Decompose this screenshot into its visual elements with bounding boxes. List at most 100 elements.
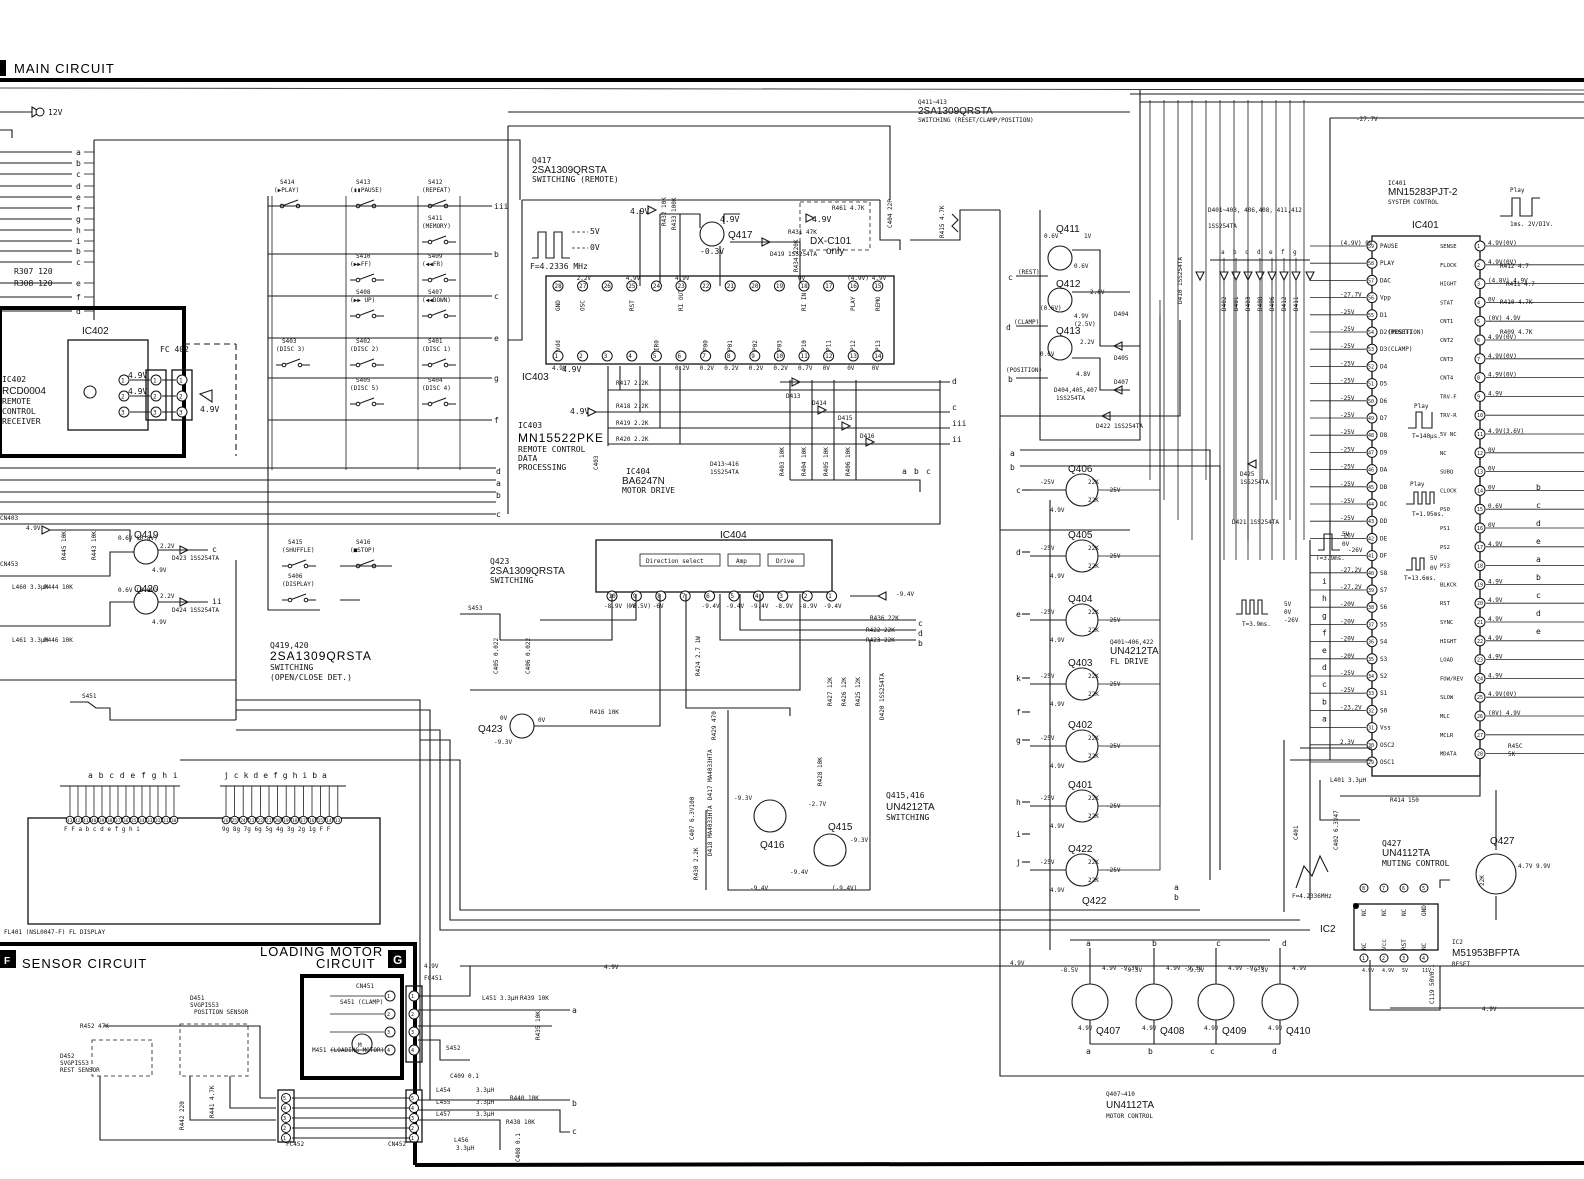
- svg-text:-25V: -25V: [1340, 378, 1355, 385]
- svg-text:OSC1: OSC1: [1380, 759, 1395, 766]
- ic404-pin: [728, 590, 740, 602]
- diode-icon: [1231, 271, 1241, 282]
- svg-text:GND: GND: [555, 300, 562, 311]
- svg-text:b: b: [312, 771, 317, 780]
- svg-text:Q422: Q422: [1082, 896, 1107, 907]
- svg-text:D407: D407: [1114, 379, 1129, 386]
- svg-text:21: 21: [727, 283, 735, 290]
- svg-text:R432 10K: R432 10K: [661, 197, 668, 226]
- ic401-pin: [1366, 481, 1378, 493]
- svg-text:-25V: -25V: [1340, 670, 1355, 677]
- svg-text:PS2: PS2: [1440, 545, 1450, 551]
- svg-text:Q427: Q427: [1490, 836, 1515, 847]
- switch-contact-icon[interactable]: [282, 593, 316, 601]
- svg-text:41: 41: [1368, 554, 1374, 560]
- ic401-pin: [1366, 550, 1378, 562]
- svg-text:ii: ii: [212, 597, 222, 606]
- svg-text:-25V: -25V: [1340, 343, 1355, 350]
- svg-text:-25V: -25V: [1106, 487, 1121, 494]
- svg-text:3: 3: [121, 410, 125, 417]
- svg-text:D422 1SS254TA: D422 1SS254TA: [1096, 423, 1143, 430]
- svg-text:D410 1SS254TA: D410 1SS254TA: [1177, 257, 1184, 304]
- svg-text:4: 4: [628, 353, 632, 360]
- svg-text:SLOW: SLOW: [1440, 695, 1454, 701]
- ic403-pin: [626, 280, 638, 292]
- switch-contact-icon[interactable]: [350, 559, 384, 567]
- svg-text:d: d: [1016, 548, 1021, 557]
- svg-text:L455: L455: [436, 1099, 451, 1106]
- switch-contact-icon[interactable]: [274, 199, 308, 207]
- svg-text:-25V: -25V: [1106, 553, 1121, 560]
- svg-text:4: 4: [283, 1106, 286, 1112]
- switch-contact-icon[interactable]: [422, 199, 456, 207]
- svg-text:38: 38: [107, 818, 113, 824]
- switch-contact-icon[interactable]: [350, 273, 384, 281]
- svg-text:b: b: [99, 771, 104, 780]
- ic403-pin: [773, 280, 785, 292]
- svg-text:6: 6: [1402, 886, 1405, 892]
- bus-letter: g: [76, 215, 81, 224]
- svg-text:R424 2.7 1W: R424 2.7 1W: [695, 636, 702, 676]
- motor-transistor-icon: [1135, 983, 1173, 1021]
- svg-text:C409 0.1: C409 0.1: [450, 1073, 479, 1080]
- switch-contact-icon[interactable]: [422, 235, 456, 243]
- svg-text:Q409: Q409: [1222, 1026, 1247, 1037]
- svg-text:34: 34: [139, 818, 145, 824]
- svg-text:4.9V -9.3V: 4.9V -9.3V: [1228, 965, 1265, 972]
- svg-text:d: d: [1536, 609, 1541, 618]
- svg-text:D5: D5: [1380, 381, 1388, 388]
- ic403-ref: IC403: [518, 421, 542, 430]
- switch-ref: S412: [428, 179, 443, 186]
- diode-icon: [1267, 271, 1277, 282]
- switch-contact-icon[interactable]: [350, 397, 384, 405]
- switch-contact-icon[interactable]: [276, 358, 310, 366]
- svg-text:MDATA: MDATA: [1440, 752, 1457, 758]
- ic401-pin: [1366, 464, 1378, 476]
- switch-contact-icon[interactable]: [422, 397, 456, 405]
- switch-contact-icon[interactable]: [422, 309, 456, 317]
- svg-text:S0: S0: [1380, 707, 1388, 714]
- svg-text:-8.9V (-8.5V): -8.9V (-8.5V): [604, 603, 651, 610]
- svg-text:R434 220K: R434 220K: [793, 239, 800, 272]
- svg-text:0V: 0V: [1430, 565, 1438, 572]
- switch-function: (REPEAT): [422, 187, 451, 194]
- switch-contact-icon[interactable]: [282, 559, 316, 567]
- switch-ref: S408: [356, 289, 371, 296]
- svg-text:c: c: [1322, 680, 1327, 689]
- switch-contact-icon[interactable]: [350, 358, 384, 366]
- svg-text:MOTOR DRIVE: MOTOR DRIVE: [622, 486, 675, 495]
- diode-icon: [1219, 271, 1229, 282]
- svg-text:LOADING MOTOR: LOADING MOTOR: [260, 944, 383, 959]
- svg-text:59: 59: [1368, 244, 1374, 250]
- svg-text:42: 42: [75, 818, 81, 824]
- svg-text:D451: D451: [190, 995, 205, 1002]
- svg-text:13: 13: [335, 818, 341, 824]
- svg-text:-25V: -25V: [1340, 481, 1355, 488]
- svg-text:4.9V: 4.9V: [1050, 701, 1065, 708]
- switch-contact-icon[interactable]: [422, 273, 456, 281]
- svg-text:-25V: -25V: [1106, 743, 1121, 750]
- switch-contact-icon[interactable]: [422, 358, 456, 366]
- svg-text:S453: S453: [468, 605, 483, 612]
- svg-text:C401: C401: [1293, 825, 1300, 840]
- switch-contact-icon[interactable]: [350, 309, 384, 317]
- svg-text:d: d: [120, 771, 125, 780]
- svg-text:c: c: [952, 403, 957, 412]
- svg-text:-9.4V: -9.4V: [750, 885, 768, 892]
- svg-text:(CLAMP): (CLAMP): [1014, 319, 1039, 326]
- svg-text:SUBQ: SUBQ: [1440, 470, 1453, 476]
- svg-text:MOTOR CONTROL: MOTOR CONTROL: [1106, 1113, 1153, 1120]
- svg-text:4.9V: 4.9V: [1050, 573, 1065, 580]
- svg-text:1: 1: [1362, 956, 1365, 962]
- svg-text:35: 35: [1368, 657, 1374, 663]
- ic403-pin: [872, 280, 884, 292]
- svg-text:T=140μs.: T=140μs.: [1412, 433, 1441, 440]
- bus-letter: e: [76, 193, 81, 202]
- svg-text:1SS254TA: 1SS254TA: [1056, 395, 1085, 402]
- svg-text:0V: 0V: [538, 717, 546, 724]
- svg-text:24: 24: [240, 818, 246, 824]
- svg-text:-25V: -25V: [1040, 545, 1055, 552]
- switch-contact-icon[interactable]: [350, 199, 384, 207]
- direction-select-block: [639, 553, 721, 567]
